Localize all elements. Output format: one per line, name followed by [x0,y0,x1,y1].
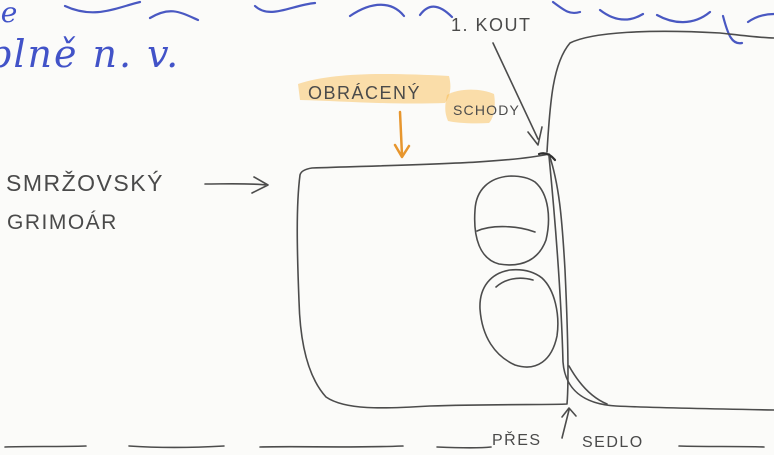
right-wall-top [547,31,774,152]
label-grimoar-line2: GRIMOÁR [7,211,118,234]
main-block [297,154,568,408]
corner-mark [539,153,555,160]
saddle-arrow-icon [562,408,576,438]
right-wall-bottom [549,156,774,410]
pointer-first-corner-icon [493,43,542,145]
upper-chockstone [475,176,549,265]
upper-chockstone-crack [477,227,535,232]
bottom-cut-text [5,446,764,448]
cut-text-strokes [5,446,764,448]
label-sedlo: SEDLO [582,434,644,451]
label-obraceny: OBRÁCENÝ [308,83,421,103]
handwriting-line-b: plně n. v. [0,32,180,76]
handwriting-fragment-a: ze [0,0,19,29]
handwriting-strokes-top [65,2,452,20]
orange-arrow-icon [395,112,409,157]
lower-chockstone-crack [496,278,533,287]
lower-chockstone [480,270,558,367]
label-pres: PŘES [492,430,542,449]
right-wall-inner [569,366,607,404]
arrow-icon [205,177,268,193]
label-first-corner: 1. KOUT [451,15,532,35]
label-schody: SCHODY [453,102,520,118]
blue-handwriting: ze plně n. v. [0,0,774,76]
label-grimoar-line1: SMRŽOVSKÝ [6,170,164,196]
